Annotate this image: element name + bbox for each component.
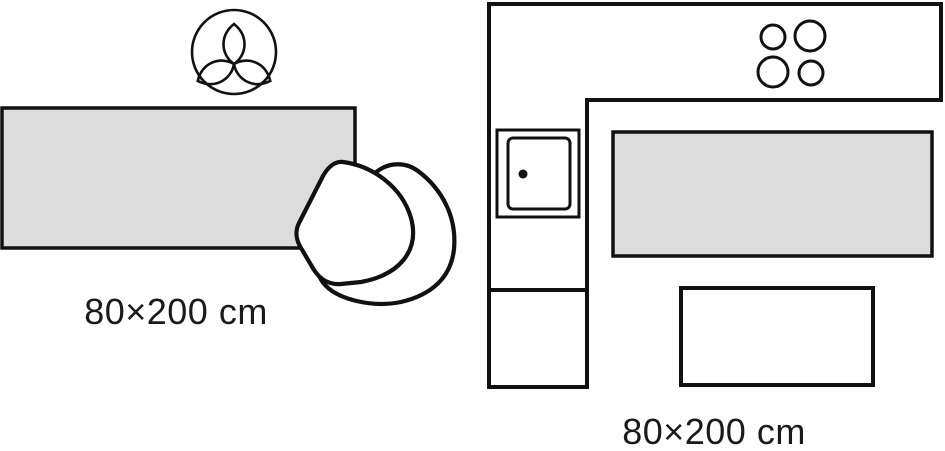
scene-left [0,8,457,306]
plant-leaves [196,22,272,86]
leaf-icon [196,59,236,86]
burner-icon [756,55,790,89]
burner-icon [797,59,825,87]
appliance-knob [518,169,528,179]
rug-size-label-right: 80×200 cm [622,411,806,451]
appliance-door [506,136,572,211]
kitchen-cabinet [487,288,589,389]
plant-icon [190,8,278,96]
burner-icon [793,19,827,53]
stove-burners-icon [756,19,827,89]
chair-icon [294,159,457,306]
chair-seat [294,159,416,287]
burner-icon [759,23,787,51]
table-outline [679,286,875,387]
leaf-icon [222,22,246,66]
scene-right [487,2,943,389]
runner-rug-right [611,130,934,258]
rug-size-label-left: 80×200 cm [84,291,268,332]
plant-pot-circle [190,8,278,96]
sink-appliance-icon [495,128,581,219]
leaf-icon [232,59,272,86]
